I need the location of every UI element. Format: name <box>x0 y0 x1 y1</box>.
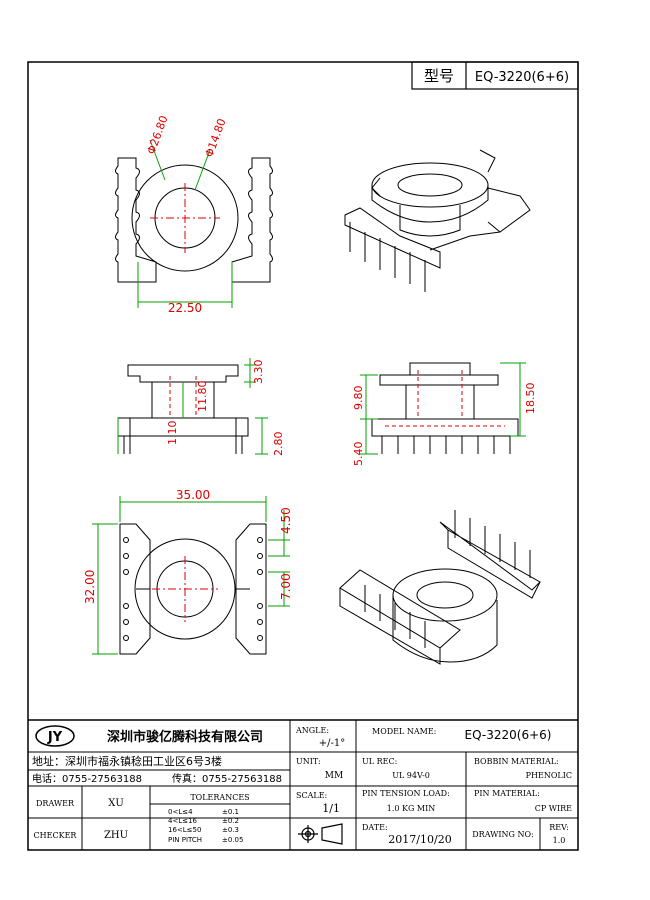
dim-h-bottom: 32.00 <box>83 570 97 604</box>
ul-rec-label: UL REC: <box>362 757 397 766</box>
checker-label: CHECKER <box>34 831 78 840</box>
dim-w-top: 22.50 <box>168 301 202 315</box>
dim-d1: Φ26.80 <box>145 114 171 156</box>
tol-row-value: ±0.3 <box>222 826 239 834</box>
rev-label: REV: <box>549 823 569 832</box>
tol-row-range: 4<L≤16 <box>168 817 198 825</box>
bobbin-label: BOBBIN MATERIAL: <box>474 757 559 766</box>
tol-row-value: ±0.2 <box>222 817 239 825</box>
unit-value: MM <box>325 771 343 781</box>
dim-pitch: 4.50 <box>279 507 293 534</box>
dim-h-flange: 3.30 <box>252 360 265 385</box>
bottom-view-centerlines <box>152 556 218 622</box>
title-block <box>28 719 578 850</box>
model-name-label: MODEL NAME: <box>372 727 436 736</box>
front-view-hidden <box>169 376 197 418</box>
tol-row-range: 16<L≤50 <box>168 826 201 834</box>
side-view <box>371 362 519 454</box>
dim-d2: Φ14.80 <box>203 117 229 159</box>
tol-row-range: PIN PITCH <box>168 836 202 844</box>
drawing-border <box>27 61 579 851</box>
scale-value: 1/1 <box>322 802 340 815</box>
model-header-value: EQ-3220(6+6) <box>475 70 569 85</box>
angle-label: ANGLE: <box>295 726 329 735</box>
iso-view-bottom <box>339 510 541 665</box>
date-label: DATE: <box>362 823 388 832</box>
tol-row-value: ±0.05 <box>222 836 243 844</box>
front-view-dims <box>117 358 268 455</box>
company-tel: 电话：0755-27563188 <box>32 772 142 785</box>
company-name: 深圳市骏亿腾科技有限公司 <box>107 729 263 745</box>
company-logo: JY <box>35 725 75 747</box>
model-header-label: 型号 <box>424 67 454 85</box>
dim-gap: 7.00 <box>279 573 293 600</box>
top-view-dims <box>137 139 233 308</box>
bottom-view <box>119 523 267 655</box>
logo-text: JY <box>47 730 63 745</box>
tol-row-value: ±0.1 <box>222 808 239 816</box>
bottom-view-dims <box>92 496 290 655</box>
pin-material-value: CP WIRE <box>535 804 572 813</box>
dim-h-base: 1.10 <box>166 421 179 446</box>
model-header: 型号 EQ-3220(6+6) <box>411 61 579 90</box>
dim-h-core: 11.80 <box>196 381 209 413</box>
dim-w-bottom: 35.00 <box>176 488 210 502</box>
top-view-centerlines <box>150 183 220 253</box>
dim-side-pin: 5.40 <box>352 442 365 467</box>
dim-side-h1: 9.80 <box>352 386 365 411</box>
company-address: 地址：深圳市福永镇稔田工业区6号3楼 <box>32 754 222 768</box>
pin-tension-label: PIN TENSION LOAD: <box>362 789 450 798</box>
model-name-value: EQ-3220(6+6) <box>465 728 552 742</box>
company-fax: 传真：0755-27563188 <box>172 772 282 785</box>
tolerances-label: TOLERANCES <box>190 793 249 802</box>
side-view-hidden <box>385 370 505 427</box>
side-view-dims <box>360 362 526 455</box>
unit-label: UNIT: <box>296 757 321 766</box>
angle-value: +/-1° <box>319 738 346 749</box>
ul-rec-value: UL 94V-0 <box>392 771 430 780</box>
checker-value: ZHU <box>104 830 128 841</box>
pin-tension-value: 1.0 KG MIN <box>387 804 436 813</box>
dim-pin-len: 2.80 <box>272 432 285 457</box>
bobbin-value: PHENOLIC <box>526 771 572 780</box>
drawing-no-label: DRAWING NO: <box>472 830 533 839</box>
drawer-value: XU <box>108 798 124 809</box>
scale-label: SCALE: <box>296 791 327 800</box>
drawer-label: DRAWER <box>36 799 75 808</box>
date-value: 2017/10/20 <box>388 833 451 846</box>
dim-side-h2: 18.50 <box>524 383 537 415</box>
pin-material-label: PIN MATERIAL: <box>474 789 540 798</box>
tol-row-range: 0<L≤4 <box>168 808 193 816</box>
top-view <box>115 157 273 283</box>
iso-view-top <box>344 149 531 292</box>
projection-symbol-icon <box>298 823 343 845</box>
rev-value: 1.0 <box>553 836 566 845</box>
tolerance-table: 0<L≤4 ±0.1 4<L≤16 ±0.2 16<L≤50 ±0.3 PIN … <box>168 808 243 844</box>
